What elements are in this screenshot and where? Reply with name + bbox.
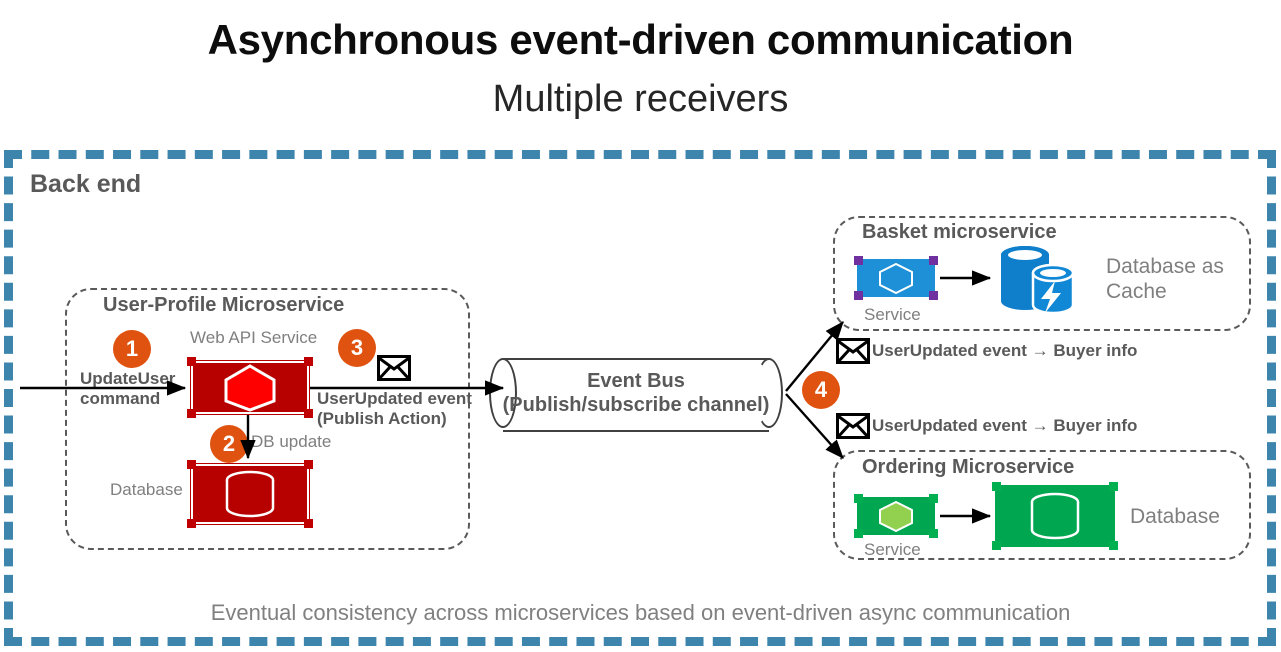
update-user-line-2: command bbox=[80, 388, 161, 408]
ordering-service-caption: Service bbox=[864, 540, 921, 559]
user-profile-title: User-Profile Microservice bbox=[103, 294, 345, 316]
step-number-4: 4 bbox=[802, 371, 840, 409]
footer-note: Eventual consistency across microservice… bbox=[210, 600, 1071, 625]
step-number-2: 2 bbox=[210, 425, 248, 463]
cache-caption-line-1: Database as bbox=[1106, 255, 1224, 278]
user-profile-microservice-group bbox=[65, 288, 470, 550]
ordering-database-caption: Database bbox=[1130, 505, 1220, 528]
event-bus-line-2: (Publish/subscribe channel) bbox=[502, 394, 770, 416]
envelope-icon bbox=[836, 338, 870, 369]
envelope-icon bbox=[377, 355, 411, 386]
user-profile-database-caption: Database bbox=[110, 480, 183, 499]
web-api-service-node bbox=[187, 357, 313, 418]
basket-title: Basket microservice bbox=[862, 221, 1057, 243]
database-cache-icon bbox=[993, 243, 1089, 315]
publish-action-label: UserUpdated event (Publish Action) bbox=[317, 389, 472, 428]
event-bus-right-cap bbox=[755, 358, 783, 428]
ordering-microservice-group bbox=[833, 450, 1251, 560]
database-as-cache-caption: Database as Cache bbox=[1106, 255, 1224, 305]
step-number-1: 1 bbox=[113, 330, 151, 368]
user-profile-database-node bbox=[187, 460, 313, 528]
page-title: Asynchronous event-driven communication bbox=[207, 16, 1074, 63]
basket-event-label: UserUpdated event → Buyer info bbox=[872, 341, 1138, 360]
ordering-database-node bbox=[992, 482, 1118, 550]
backend-boundary bbox=[4, 150, 1276, 646]
update-user-line-1: UpdateUser bbox=[80, 369, 176, 388]
web-api-service-caption: Web API Service bbox=[190, 328, 318, 347]
backend-label: Back end bbox=[30, 170, 142, 198]
update-user-command-label: UpdateUser command bbox=[80, 369, 175, 408]
cache-caption-line-2: Cache bbox=[1106, 279, 1167, 303]
page-subtitle: Multiple receivers bbox=[492, 78, 789, 120]
publish-line-1: UserUpdated event bbox=[317, 389, 472, 408]
basket-service-caption: Service bbox=[864, 305, 921, 324]
step-number-3: 3 bbox=[338, 329, 376, 367]
basket-microservice-group bbox=[833, 216, 1251, 331]
event-bus-node: Event Bus (Publish/subscribe channel) bbox=[489, 358, 783, 432]
db-update-caption: DB update bbox=[251, 432, 332, 451]
ordering-title: Ordering Microservice bbox=[862, 456, 1075, 478]
basket-service-node bbox=[854, 256, 938, 300]
ordering-service-node bbox=[854, 494, 938, 538]
publish-line-2: (Publish Action) bbox=[317, 408, 447, 428]
event-bus-line-1: Event Bus bbox=[587, 370, 685, 392]
envelope-icon bbox=[836, 413, 870, 444]
ordering-event-label: UserUpdated event → Buyer info bbox=[872, 416, 1138, 435]
